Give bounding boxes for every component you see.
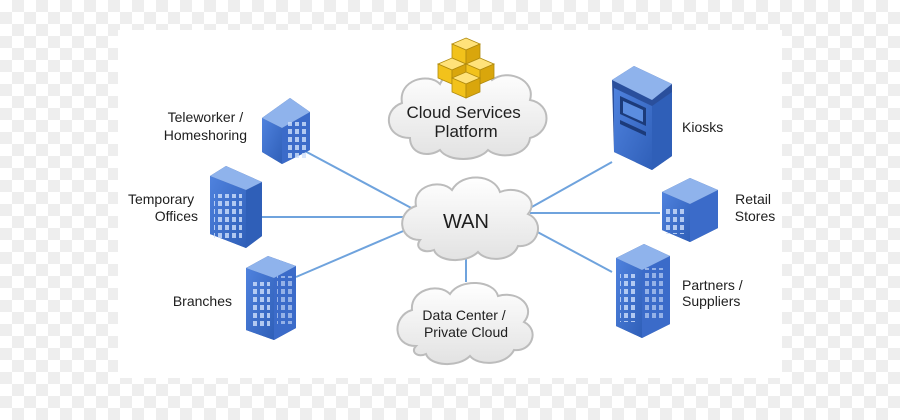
cloud-services-platform: Cloud Services Platform [387,37,548,160]
wan-cloud: WAN [401,176,539,261]
kiosk-atm-icon [612,66,672,170]
cloud-services-cloud-shape [387,68,548,160]
link-teleworker [302,149,416,211]
temporary-offices-label: Temporary Offices [128,191,198,224]
teleworker-building-icon [262,98,310,164]
retail-stores-building-icon [662,178,718,242]
teleworker-label: Teleworker / Homeshoring [164,109,247,143]
branches-label: Branches [173,293,232,309]
links [262,149,660,282]
data-center-label-line1: Data Center / [422,307,505,323]
link-kiosks [529,161,613,209]
link-branches [295,225,416,278]
branches-building-icon [246,256,296,340]
wan-label: WAN [443,211,489,233]
data-center-cloud: Data Center / Private Cloud [396,281,534,365]
kiosks-label: Kiosks [682,119,723,135]
data-center-cloud-shape [396,281,534,365]
temporary-offices-building-icon [210,166,262,248]
partners-building-icon [616,244,670,338]
link-partners [529,227,613,273]
retail-stores-label: Retail Stores [735,191,775,224]
partners-label: Partners / Suppliers [682,277,747,309]
wan-cloud-shape [401,176,539,261]
cloud-services-label-line1: Cloud Services [406,103,520,122]
data-center-label-line2: Private Cloud [424,324,508,340]
svg-text:Cloud Services Platfor: Cloud Services Platform [406,103,525,141]
cloud-services-label-line2: Platform [434,122,497,141]
cube-stack-icon [436,37,496,99]
svg-text:Data Center / Private: Data Center / Private Cloud [422,307,509,340]
